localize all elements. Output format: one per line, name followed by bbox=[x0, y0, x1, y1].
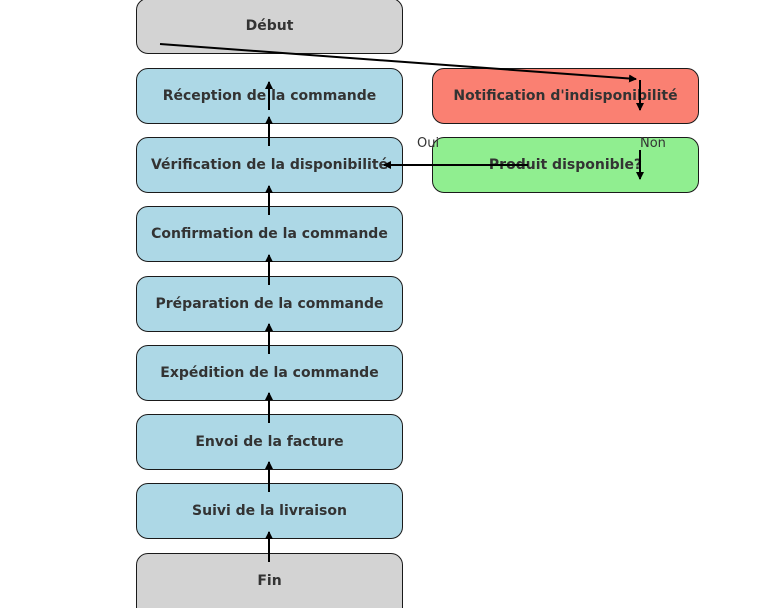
node-notification-label: Notification d'indisponibilité bbox=[453, 88, 678, 104]
edge-label-non: Non bbox=[640, 136, 666, 151]
node-expedition-label: Expédition de la commande bbox=[160, 365, 379, 381]
node-verification: Vérification de la disponibilité bbox=[136, 137, 403, 193]
node-fin-label: Fin bbox=[257, 573, 282, 589]
node-verification-label: Vérification de la disponibilité bbox=[150, 157, 388, 173]
node-fin: Fin bbox=[136, 553, 403, 608]
edge-debut-notification bbox=[159, 43, 637, 83]
node-confirmation-label: Confirmation de la commande bbox=[151, 226, 388, 242]
node-debut-label: Début bbox=[245, 18, 294, 34]
edge-label-oui: Oui bbox=[417, 136, 440, 151]
node-preparation-label: Préparation de la commande bbox=[155, 296, 384, 312]
node-facture-label: Envoi de la facture bbox=[195, 434, 344, 450]
node-notification: Notification d'indisponibilité bbox=[432, 68, 699, 124]
node-preparation: Préparation de la commande bbox=[136, 276, 403, 332]
node-suivi-label: Suivi de la livraison bbox=[192, 503, 347, 519]
node-disponible-label: Produit disponible? bbox=[488, 157, 643, 173]
